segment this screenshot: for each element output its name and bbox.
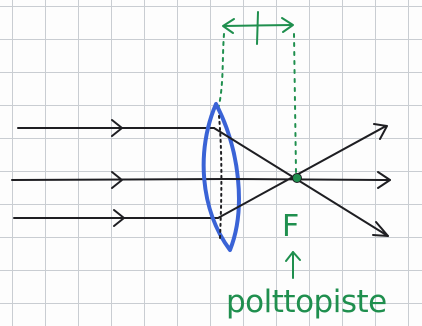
ray-top-arrow-icon [111, 119, 123, 137]
ray-end-arrowhead-top-icon [373, 123, 388, 140]
lens-center-dotted [218, 115, 223, 239]
lens-shape-icon [201, 102, 241, 252]
ray-end-arrowhead-middle-icon [377, 171, 391, 189]
center-tick [256, 11, 259, 45]
focal-point-caption: polttopiste [226, 284, 387, 320]
convex-lens [201, 102, 241, 252]
focus-extension-dotted [293, 33, 297, 173]
refracted-ray-top [213, 127, 389, 237]
ray-end-arrowhead-bottom-icon [372, 221, 389, 237]
incoming-rays [11, 119, 227, 227]
refracted-ray-bottom [217, 125, 387, 219]
ray-middle-arrow-icon [111, 171, 123, 189]
incoming-ray-middle [11, 178, 227, 181]
ray-bottom-arrow-icon [113, 209, 125, 227]
focal-point-label: F [282, 209, 299, 244]
left-arrowhead-icon [222, 18, 235, 34]
focal-length-indicator [217, 11, 297, 173]
refracted-rays [213, 123, 391, 237]
refracted-ray-middle [225, 178, 391, 181]
focal-point-dot [292, 173, 302, 183]
lens-extension-dotted [217, 33, 225, 111]
up-arrow-icon [285, 251, 301, 279]
right-arrowhead-icon [281, 17, 294, 33]
